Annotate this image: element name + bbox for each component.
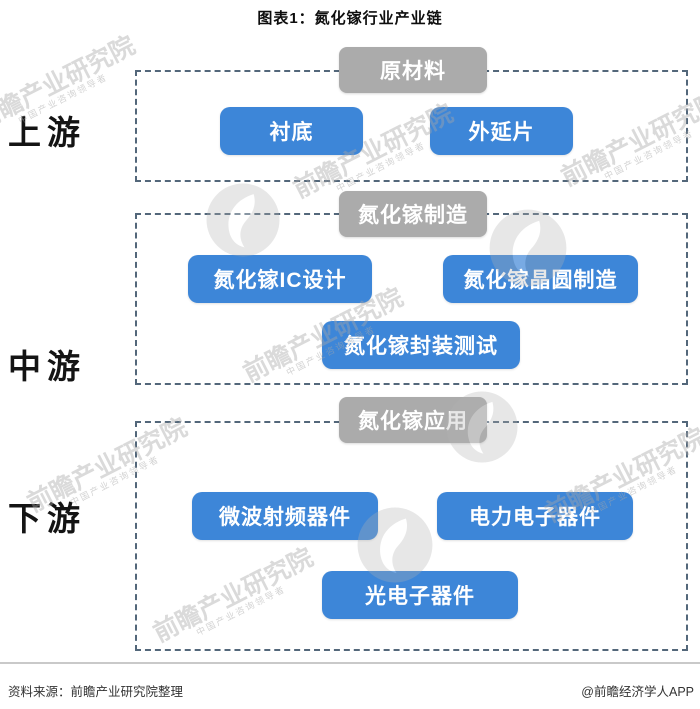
stage-label-midstream: 中游 <box>8 350 86 386</box>
stage-label-downstream: 下游 <box>8 502 86 538</box>
section-header-gan-manufacturing: 氮化镓制造 <box>339 191 487 237</box>
node-microwave-rf-devices: 微波射频器件 <box>192 492 378 540</box>
footer-divider <box>0 662 700 664</box>
section-header-gan-applications: 氮化镓应用 <box>339 397 487 443</box>
footer-credit: @前瞻经济学人APP <box>581 685 694 699</box>
node-substrate: 衬底 <box>220 107 363 155</box>
section-header-raw-materials: 原材料 <box>339 47 487 93</box>
page-title: 图表1：氮化镓行业产业链 <box>257 10 443 27</box>
node-optoelectronic-devices: 光电子器件 <box>322 571 518 619</box>
node-epitaxial-wafer: 外延片 <box>430 107 573 155</box>
node-power-electronic-devices: 电力电子器件 <box>437 492 633 540</box>
footer-source: 资料来源：前瞻产业研究院整理 <box>8 685 184 699</box>
node-gan-ic-design: 氮化镓IC设计 <box>188 255 372 303</box>
stage-label-upstream: 上游 <box>8 116 86 152</box>
node-gan-packaging-testing: 氮化镓封装测试 <box>322 321 520 369</box>
node-gan-wafer-manufacturing: 氮化镓晶圆制造 <box>443 255 638 303</box>
